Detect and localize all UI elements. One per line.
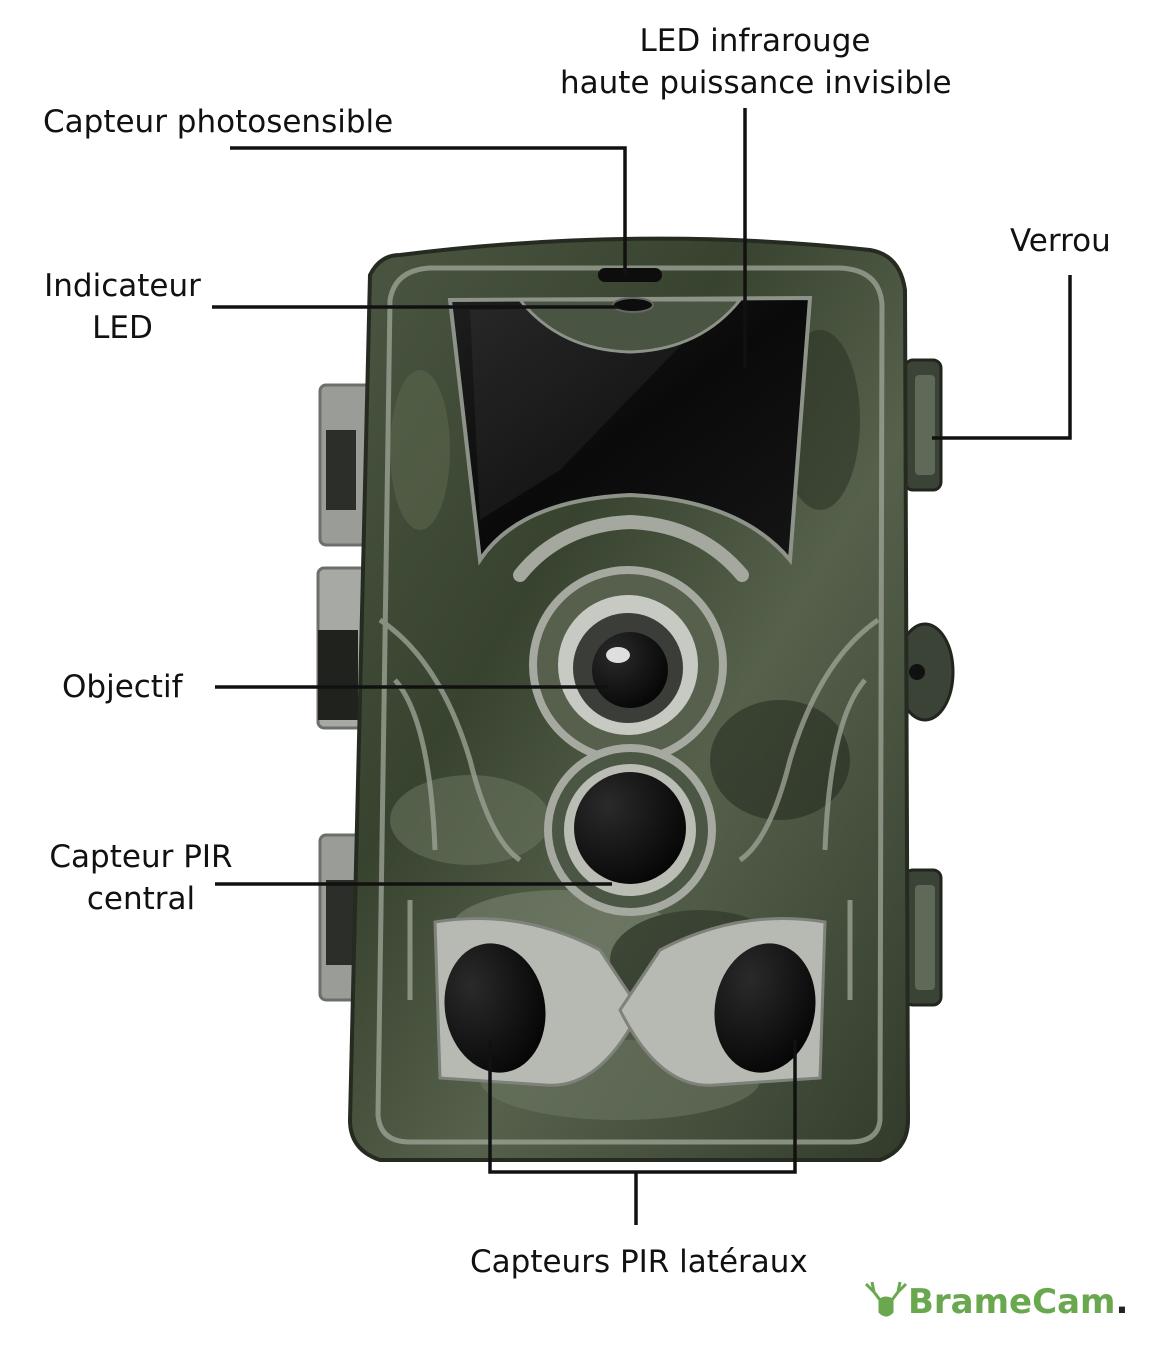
label-pir-side: Capteurs PIR latéraux [470,1244,808,1280]
led-indicator [612,297,654,313]
deer-antler-icon [864,1281,908,1317]
pir-side-left [433,917,642,1087]
leader-lock [932,275,1072,440]
label-lock: Verrou [1010,223,1111,259]
leader-photosensor [230,146,627,275]
brand-logo-part1: Brame [908,1282,1033,1322]
label-ir-led-line2: haute puissance invisible [560,65,952,101]
label-lens: Objectif [62,669,183,705]
label-pir-central-line1: Capteur PIR [49,839,233,875]
brand-logo: BrameCam. [862,1280,1128,1324]
pir-side-right [618,917,827,1087]
brand-logo-part2: Cam [1032,1282,1116,1322]
photosensor [598,268,662,282]
label-led-indicator-line2: LED [92,310,153,346]
label-pir-central-line2: central [86,881,196,917]
lens [529,566,727,764]
lock-latch-upper [903,358,943,492]
label-led-indicator-line1: Indicateur [44,268,201,304]
pir-central [544,744,716,916]
body-grooves [375,265,885,1145]
ir-led-window [447,295,813,566]
label-ir-led: LED infrarouge haute puissance invisible [560,20,952,104]
label-led-indicator: Indicateur LED [40,265,205,349]
label-ir-led-line1: LED infrarouge [639,23,871,59]
ir-window-reflection [470,305,720,520]
leader-lines [212,108,1072,1225]
label-pir-central: Capteur PIR central [45,836,237,920]
brand-logo-dot: . [1115,1282,1129,1322]
leader-pir-side [488,1040,797,1174]
lens-arch [513,514,749,582]
lock-latch-lower [903,868,943,1007]
label-photosensor: Capteur photosensible [43,104,394,140]
sensor-hood [516,298,744,354]
